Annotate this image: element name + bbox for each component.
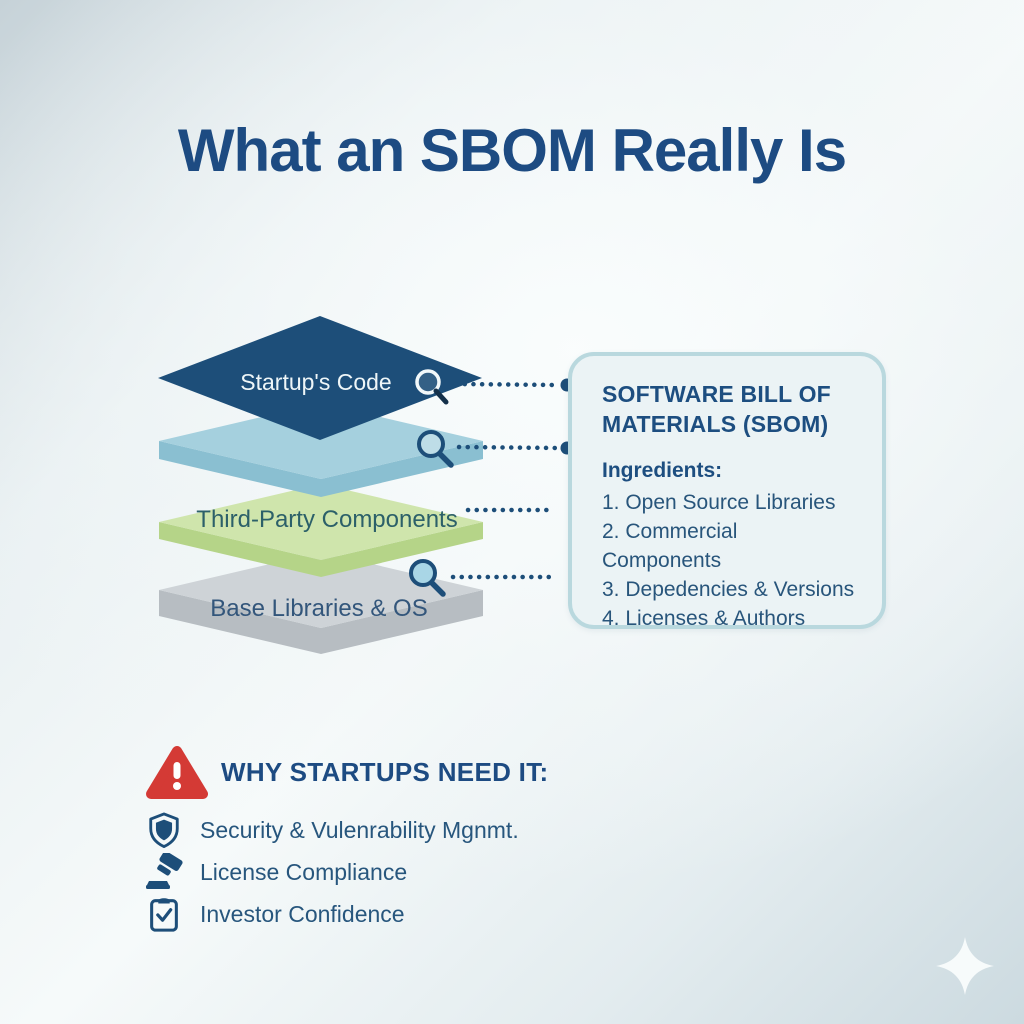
page-title: What an SBOM Really Is bbox=[177, 117, 847, 184]
layer-startups-code bbox=[158, 316, 482, 440]
why-item-investor: Investor Confidence bbox=[144, 894, 519, 934]
why-item-security: Security & Vulenrability Mgnmt. bbox=[144, 810, 519, 850]
sparkle-icon bbox=[936, 937, 994, 995]
why-items-list: Security & Vulenrability Mgnmt. License … bbox=[144, 810, 519, 934]
gavel-icon bbox=[144, 853, 184, 891]
why-item-label: Investor Confidence bbox=[200, 900, 405, 927]
magnifier-icon bbox=[417, 430, 454, 468]
why-heading: WHY STARTUPS NEED IT: bbox=[221, 757, 549, 787]
ingredient-item: 2. Commercial Components bbox=[602, 519, 738, 572]
shield-icon bbox=[144, 811, 184, 849]
sbom-box-heading: SOFTWARE BILL OF MATERIALS (SBOM) bbox=[602, 381, 831, 438]
ingredient-item: 1. Open Source Libraries bbox=[602, 490, 836, 514]
magnifier-icon bbox=[415, 369, 449, 405]
why-item-label: Security & Vulenrability Mgnmt. bbox=[200, 816, 519, 843]
why-item-license: License Compliance bbox=[144, 852, 519, 892]
layer-base-libraries bbox=[159, 552, 483, 654]
layer-third-party bbox=[159, 484, 483, 577]
ingredient-item: 3. Depedencies & Versions bbox=[602, 577, 855, 601]
third-party-label: Third-Party Components bbox=[196, 506, 457, 533]
base-libraries-label: Base Libraries & OS bbox=[210, 595, 427, 622]
why-item-label: License Compliance bbox=[200, 858, 408, 885]
ingredient-item: 4. Licenses & Authors bbox=[602, 606, 806, 630]
magnifier-icon bbox=[409, 559, 446, 597]
ingredients-list: 1. Open Source Libraries 2. Commercial C… bbox=[602, 488, 862, 633]
ingredients-label: Ingredients: bbox=[602, 458, 723, 482]
clipboard-check-icon bbox=[144, 895, 184, 933]
warning-triangle-icon bbox=[146, 746, 208, 799]
sbom-callout-box: SOFTWARE BILL OF MATERIALS (SBOM) Ingred… bbox=[568, 352, 886, 630]
why-section-header: WHY STARTUPS NEED IT: bbox=[146, 744, 548, 801]
startups-code-label: Startup's Code bbox=[240, 369, 391, 395]
dotted-connectors bbox=[450, 381, 559, 580]
